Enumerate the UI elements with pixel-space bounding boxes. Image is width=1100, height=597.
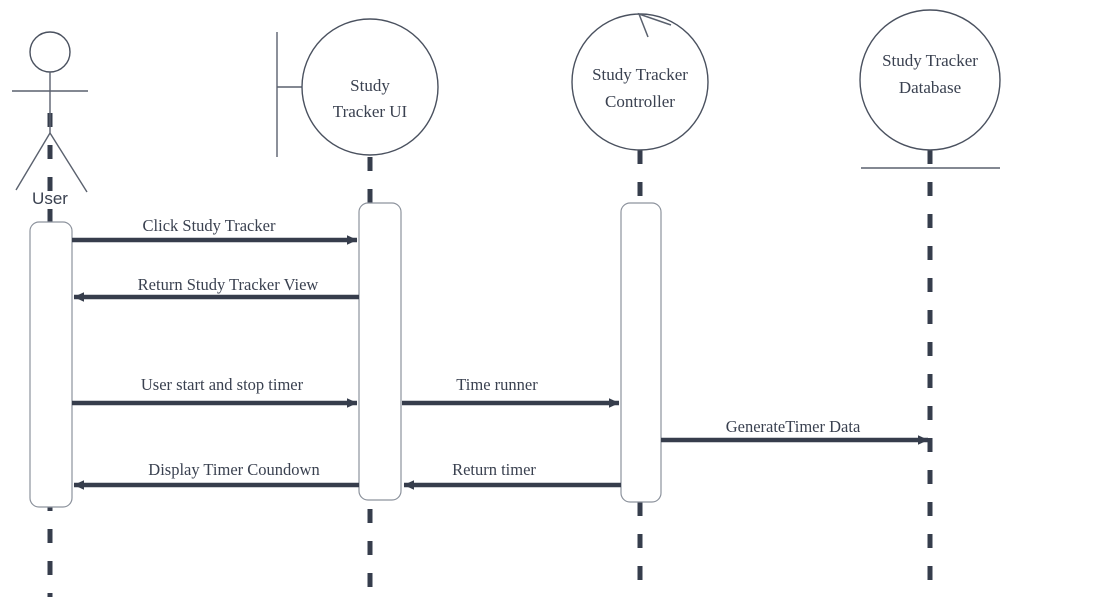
- participant-database[interactable]: Study Tracker Database: [859, 9, 1001, 169]
- actor-head-icon: [29, 31, 71, 73]
- activation-ui[interactable]: [358, 202, 402, 501]
- participant-label-ui-line1: Study: [350, 76, 390, 95]
- message-label: GenerateTimer Data: [726, 417, 861, 436]
- actor-leg-left-icon: [15, 132, 51, 191]
- message-label: Return timer: [452, 460, 536, 479]
- message-label: Return Study Tracker View: [138, 275, 319, 294]
- message-time-runner[interactable]: Time runner: [402, 375, 620, 408]
- participant-label-controller-line1: Study Tracker: [592, 65, 688, 84]
- message-label: User start and stop timer: [141, 375, 304, 394]
- participant-label-ui-line2: Tracker UI: [333, 102, 408, 121]
- boundary-circle-icon: [301, 18, 439, 156]
- activation-controller[interactable]: [620, 202, 662, 503]
- control-arrow-icon: [637, 12, 672, 38]
- activation-user[interactable]: [29, 221, 73, 508]
- participant-label-database-line1: Study Tracker: [882, 51, 978, 70]
- participant-ui[interactable]: Study Tracker UI: [276, 18, 439, 157]
- message-return-timer[interactable]: Return timer: [403, 460, 621, 490]
- message-display-timer-coundown[interactable]: Display Timer Coundown: [73, 460, 359, 490]
- lifelines-group: [47, 113, 933, 597]
- message-click-study-tracker[interactable]: Click Study Tracker: [72, 216, 358, 245]
- participant-label-database-line2: Database: [899, 78, 961, 97]
- message-label: Time runner: [456, 375, 538, 394]
- message-return-study-tracker-view[interactable]: Return Study Tracker View: [73, 275, 359, 302]
- message-user-start-and-stop-timer[interactable]: User start and stop timer: [72, 375, 358, 408]
- participant-label-user: User: [32, 189, 68, 208]
- participant-controller[interactable]: Study Tracker Controller: [571, 12, 709, 151]
- message-label: Display Timer Coundown: [148, 460, 319, 479]
- message-generate-timer-data[interactable]: GenerateTimer Data: [661, 417, 929, 445]
- actor-leg-right-icon: [49, 132, 88, 193]
- participant-label-controller-line2: Controller: [605, 92, 675, 111]
- message-label: Click Study Tracker: [143, 216, 276, 235]
- entity-circle-icon: [859, 9, 1001, 151]
- participant-user[interactable]: User: [12, 31, 88, 208]
- activations-group: [29, 202, 662, 508]
